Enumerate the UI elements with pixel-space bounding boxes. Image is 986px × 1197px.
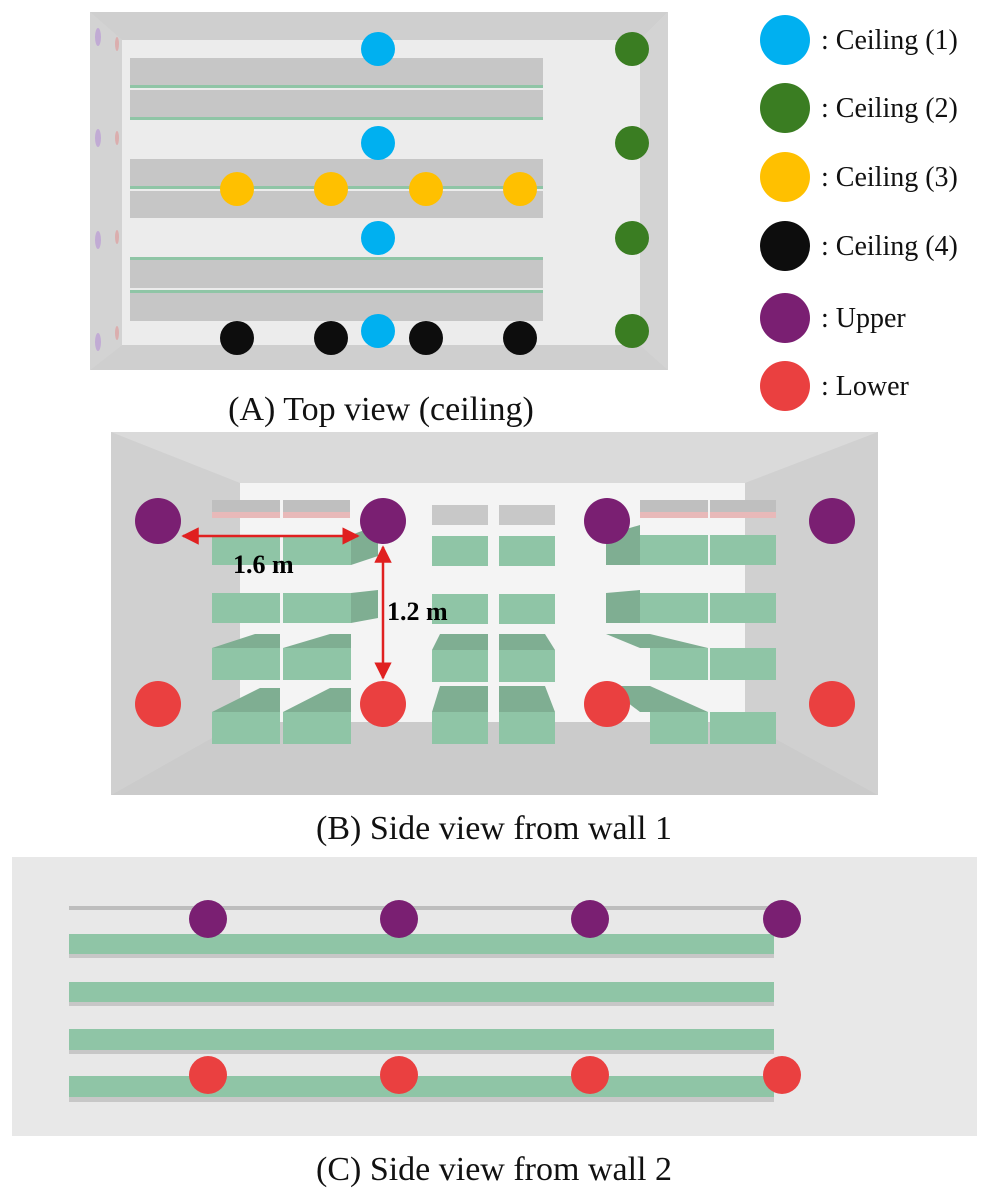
- upper-marker: [189, 900, 227, 938]
- ceiling-3-marker: [409, 172, 443, 206]
- ceiling-1-marker: [361, 32, 395, 66]
- legend-label: : Ceiling (4): [821, 231, 958, 262]
- legend-swatch: [760, 361, 810, 411]
- legend-item-ceiling-2: : Ceiling (2): [760, 83, 958, 133]
- lower-marker: [571, 1056, 609, 1094]
- ceiling-1-marker: [361, 126, 395, 160]
- upper-marker: [360, 498, 406, 544]
- panel-b-side-view-wall-1: 1.6 m 1.2 m (B) Side view from wall 1: [111, 432, 878, 847]
- legend-label: : Ceiling (2): [821, 93, 958, 124]
- legend-label: : Ceiling (1): [821, 25, 958, 56]
- shelf-row: [130, 58, 543, 85]
- ceiling-3-marker: [503, 172, 537, 206]
- legend-swatch: [760, 83, 810, 133]
- upper-marker: [380, 900, 418, 938]
- shelf-level: [69, 1029, 774, 1050]
- ceiling-4-marker: [409, 321, 443, 355]
- shelf-row: [130, 260, 543, 288]
- ceiling-1-sensors: [361, 32, 395, 255]
- shelf-row: [130, 293, 543, 321]
- ceiling-2-sensors: [615, 32, 649, 348]
- room-wall-top: [90, 12, 668, 40]
- shelf-row: [130, 90, 543, 117]
- legend-label: : Lower: [821, 371, 910, 402]
- room-wall-right: [640, 12, 668, 370]
- lower-sensors-c: [189, 1056, 801, 1094]
- shelf-units: [212, 500, 776, 744]
- dimension-label-vertical: 1.2 m: [387, 597, 448, 626]
- ceiling-4-marker: [503, 321, 537, 355]
- ceiling-4-marker: [220, 321, 254, 355]
- ceiling-2-marker: [615, 221, 649, 255]
- legend-label: : Ceiling (3): [821, 162, 958, 193]
- shelf-level: [69, 982, 774, 1002]
- shelf-level: [69, 934, 774, 954]
- lower-sensors-b: [135, 681, 855, 727]
- upper-marker: [763, 900, 801, 938]
- ceiling-1-marker: [361, 221, 395, 255]
- legend-swatch: [760, 15, 810, 65]
- ceiling-4-marker: [314, 321, 348, 355]
- room-wall-left: [90, 12, 122, 370]
- upper-sensors-c: [189, 900, 801, 938]
- lower-marker: [135, 681, 181, 727]
- shelf-level: [69, 1076, 774, 1097]
- caption-c: (C) Side view from wall 2: [316, 1151, 672, 1188]
- caption-a: (A) Top view (ceiling): [228, 391, 534, 428]
- legend-swatch: [760, 293, 810, 343]
- shelf-unit-center: [432, 505, 555, 744]
- legend-item-lower: : Lower: [760, 361, 910, 411]
- panel-c-side-view-wall-2: (C) Side view from wall 2: [12, 857, 977, 1188]
- lower-marker: [380, 1056, 418, 1094]
- ceiling-3-marker: [314, 172, 348, 206]
- wall-sensor-markers: [95, 28, 119, 351]
- ceiling-1-marker: [361, 314, 395, 348]
- legend: : Ceiling (1) : Ceiling (2) : Ceiling (3…: [760, 15, 958, 411]
- lower-marker: [584, 681, 630, 727]
- shelf-unit-right: [606, 500, 776, 744]
- legend-item-upper: : Upper: [760, 293, 906, 343]
- room-wall-bottom: [90, 345, 668, 370]
- legend-item-ceiling-1: : Ceiling (1): [760, 15, 958, 65]
- legend-label: : Upper: [821, 303, 906, 334]
- legend-swatch: [760, 152, 810, 202]
- legend-item-ceiling-4: : Ceiling (4): [760, 221, 958, 271]
- ceiling-4-sensors: [220, 321, 537, 355]
- lower-marker: [763, 1056, 801, 1094]
- ceiling-3-marker: [220, 172, 254, 206]
- caption-b: (B) Side view from wall 1: [316, 810, 672, 847]
- upper-marker: [809, 498, 855, 544]
- shelf-top-rail: [69, 906, 774, 910]
- legend-item-ceiling-3: : Ceiling (3): [760, 152, 958, 202]
- ceiling-2-marker: [615, 126, 649, 160]
- ceiling-3-sensors: [220, 172, 537, 206]
- shelf-levels: [69, 906, 774, 1102]
- ceiling-2-marker: [615, 314, 649, 348]
- upper-marker: [571, 900, 609, 938]
- panel-a-top-view: (A) Top view (ceiling): [90, 12, 668, 428]
- upper-marker: [584, 498, 630, 544]
- lower-marker: [360, 681, 406, 727]
- ceiling-2-marker: [615, 32, 649, 66]
- legend-swatch: [760, 221, 810, 271]
- lower-marker: [189, 1056, 227, 1094]
- dimension-label-horizontal: 1.6 m: [233, 550, 294, 579]
- upper-sensors-b: [135, 498, 855, 544]
- lower-marker: [809, 681, 855, 727]
- upper-marker: [135, 498, 181, 544]
